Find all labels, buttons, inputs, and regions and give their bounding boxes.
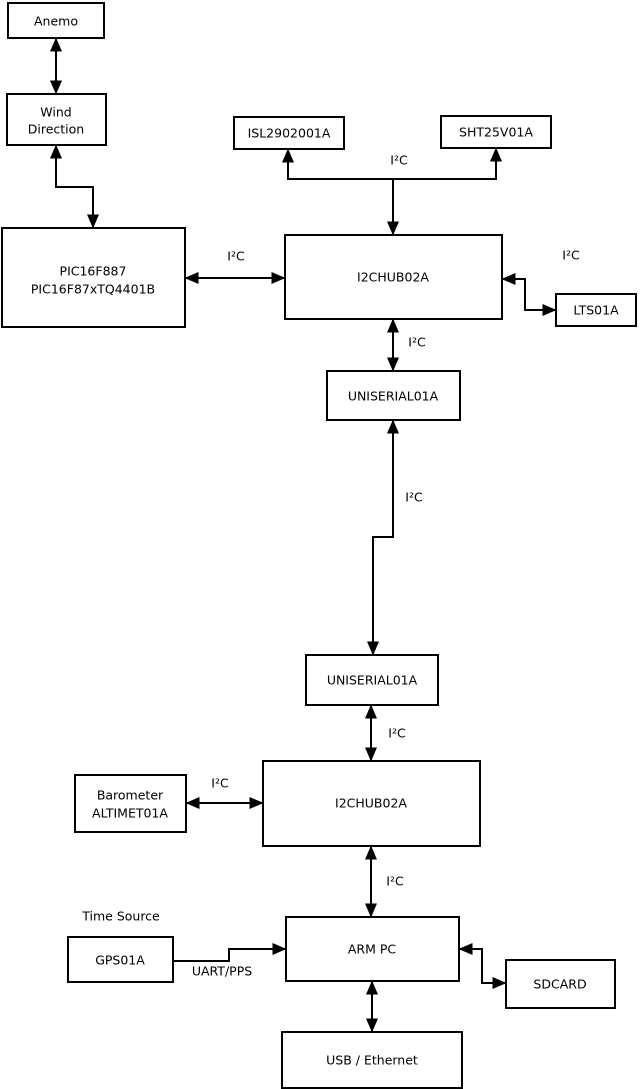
sdcard-node: SDCARD <box>504 958 617 1010</box>
edge-wind-direction-pic <box>50 144 99 229</box>
lts-node: LTS01A <box>554 292 638 328</box>
anemo-label: Anemo <box>34 14 78 29</box>
edge-label-i2c-barometer-hub: I²C <box>211 776 229 791</box>
wind-direction-node: Wind Direction <box>5 92 108 147</box>
sht-node: SHT25V01A <box>439 114 553 150</box>
barometer-label-line1: Barometer <box>97 788 164 803</box>
sht-label: SHT25V01A <box>459 125 533 140</box>
edge-label-i2c-hub-lts: I²C <box>562 248 580 263</box>
anemo-node: Anemo <box>6 1 106 40</box>
pic-node: PIC16F887 PIC16F87xTQ4401B <box>0 226 187 329</box>
uniserial-upper-node: UNISERIAL01A <box>325 369 462 422</box>
isl-box <box>232 115 346 151</box>
usb-ethernet-label: USB / Ethernet <box>326 1053 418 1068</box>
isl-node: ISL2902001A <box>232 115 346 151</box>
uniserial-lower-label: UNISERIAL01A <box>327 673 418 688</box>
sdcard-label: SDCARD <box>533 977 586 992</box>
barometer-node: Barometer ALTIMET01A <box>73 773 188 834</box>
edge-label-i2c-hub-arm-pc: I²C <box>386 874 404 889</box>
uniserial-upper-box <box>325 369 462 422</box>
isl-label: ISL2902001A <box>248 126 331 141</box>
pic-label-line2: PIC16F87xTQ4401B <box>31 282 155 297</box>
sht-box <box>439 114 553 150</box>
pic-label-line1: PIC16F887 <box>60 264 127 279</box>
time-source-caption: Time Source <box>81 909 160 924</box>
edge-label-uart-pps: UART/PPS <box>192 964 252 979</box>
barometer-label-line2: ALTIMET01A <box>92 806 168 821</box>
anemo-box <box>6 1 106 40</box>
i2c-hub-upper-label: I2CHUB02A <box>357 270 429 285</box>
i2c-hub-upper-node: I2CHUB02A <box>283 233 504 321</box>
arm-pc-node: ARM PC <box>284 915 461 983</box>
i2c-hub-lower-label: I2CHUB02A <box>335 796 407 811</box>
i2c-hub-lower-box <box>261 759 482 848</box>
usb-ethernet-node: USB / Ethernet <box>280 1030 464 1089</box>
edge-label-i2c-uniserial-hub-lower: I²C <box>388 726 406 741</box>
lts-label: LTS01A <box>573 303 619 318</box>
uniserial-lower-box <box>304 653 440 707</box>
edge-i2c-hub-upper-lts <box>501 273 557 316</box>
edge-uniserial-upper-uniserial-lower <box>367 419 399 656</box>
usb-ethernet-box <box>280 1030 464 1089</box>
i2c-hub-upper-box <box>283 233 504 321</box>
edge-label-i2c-hub-uniserial: I²C <box>408 335 426 350</box>
gps-node: GPS01A <box>66 935 175 984</box>
edge-gps-arm-pc <box>173 943 287 962</box>
lts-box <box>554 292 638 328</box>
wind-direction-box <box>5 92 108 147</box>
arm-pc-box <box>284 915 461 983</box>
edge-label-i2c-sensor-trunk: I²C <box>390 153 408 168</box>
gps-box <box>66 935 175 984</box>
wind-direction-label-line2: Direction <box>28 122 84 137</box>
sdcard-box <box>504 958 617 1010</box>
arm-pc-label: ARM PC <box>348 942 397 957</box>
barometer-box <box>73 773 188 834</box>
gps-label: GPS01A <box>95 953 145 968</box>
pic-box <box>0 226 187 329</box>
edge-label-i2c-pic-hub: I²C <box>227 249 245 264</box>
uniserial-lower-node: UNISERIAL01A <box>304 653 440 707</box>
uniserial-upper-label: UNISERIAL01A <box>348 389 439 404</box>
wind-direction-label-line1: Wind <box>40 105 71 120</box>
edge-label-i2c-uniserial-link: I²C <box>405 490 423 505</box>
edge-arm-pc-sdcard <box>458 943 507 989</box>
i2c-hub-lower-node: I2CHUB02A <box>261 759 482 848</box>
